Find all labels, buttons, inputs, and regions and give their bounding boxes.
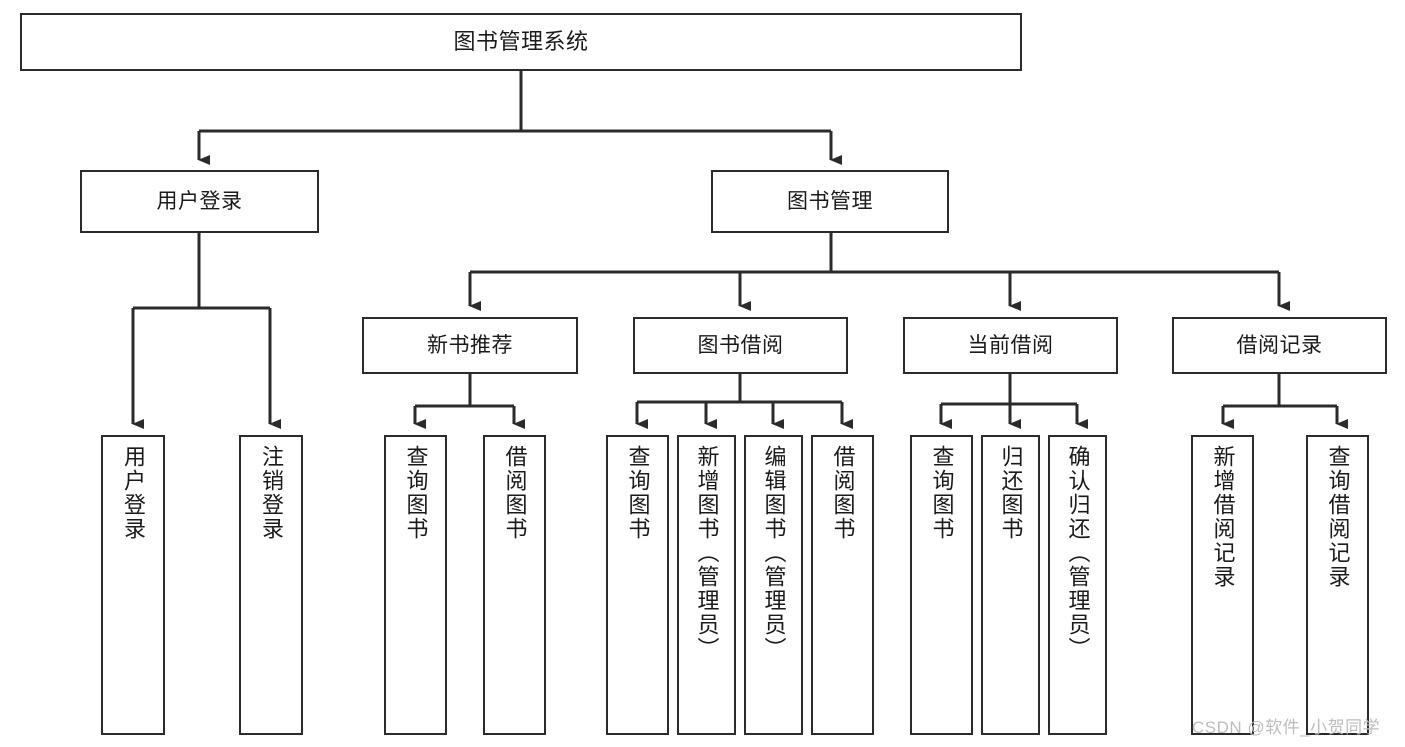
csdn-watermark: CSDN @软件_小贺同学 [1192, 718, 1381, 737]
node-book-borrow[interactable]: 图书借阅 [633, 317, 848, 374]
node-borrow-record[interactable]: 借阅记录 [1172, 317, 1387, 374]
node-root[interactable]: 图书管理系统 [20, 13, 1022, 71]
node-leaf-add-book-label: 新增图书（管理员） [694, 445, 720, 661]
node-book-borrow-label: 图书借阅 [697, 333, 784, 357]
node-user-login-label: 用户登录 [156, 189, 243, 213]
node-root-label: 图书管理系统 [453, 28, 589, 54]
node-leaf-query-record[interactable]: 查询借阅记录 [1306, 435, 1369, 735]
node-leaf-add-book[interactable]: 新增图书（管理员） [677, 435, 736, 735]
node-new-book-rec[interactable]: 新书推荐 [362, 317, 578, 374]
node-book-manage-label: 图书管理 [787, 189, 873, 213]
node-leaf-confirm-return-label: 确认归还（管理员） [1065, 445, 1091, 661]
node-leaf-query-book-3-label: 查询图书 [929, 445, 955, 541]
node-leaf-add-record-label: 新增借阅记录 [1210, 445, 1236, 589]
node-book-manage[interactable]: 图书管理 [711, 170, 949, 233]
node-leaf-logout-login[interactable]: 注销登录 [239, 435, 303, 735]
node-current-borrow-label: 当前借阅 [967, 333, 1054, 357]
node-leaf-borrow-book-2[interactable]: 借阅图书 [811, 435, 874, 735]
node-leaf-return-book-label: 归还图书 [998, 445, 1024, 541]
node-leaf-query-book-2-label: 查询图书 [625, 445, 651, 541]
node-leaf-edit-book[interactable]: 编辑图书（管理员） [744, 435, 803, 735]
node-leaf-query-book-1[interactable]: 查询图书 [384, 435, 447, 735]
node-leaf-query-book-2[interactable]: 查询图书 [606, 435, 669, 735]
node-leaf-borrow-book-2-label: 借阅图书 [830, 445, 856, 541]
node-leaf-add-record[interactable]: 新增借阅记录 [1191, 435, 1254, 735]
node-leaf-user-login[interactable]: 用户登录 [101, 435, 165, 735]
node-leaf-return-book[interactable]: 归还图书 [981, 435, 1040, 735]
node-leaf-query-book-1-label: 查询图书 [403, 445, 429, 541]
node-current-borrow[interactable]: 当前借阅 [903, 317, 1118, 374]
node-user-login[interactable]: 用户登录 [80, 170, 319, 233]
node-leaf-logout-login-label: 注销登录 [259, 445, 284, 541]
node-leaf-edit-book-label: 编辑图书（管理员） [761, 445, 787, 661]
node-leaf-query-record-label: 查询借阅记录 [1325, 445, 1351, 589]
node-leaf-borrow-book-1-label: 借阅图书 [502, 445, 528, 541]
node-leaf-borrow-book-1[interactable]: 借阅图书 [483, 435, 546, 735]
node-leaf-confirm-return[interactable]: 确认归还（管理员） [1048, 435, 1107, 735]
node-leaf-query-book-3[interactable]: 查询图书 [910, 435, 973, 735]
node-new-book-rec-label: 新书推荐 [427, 333, 513, 357]
node-leaf-user-login-label: 用户登录 [121, 445, 146, 541]
node-borrow-record-label: 借阅记录 [1236, 333, 1323, 357]
